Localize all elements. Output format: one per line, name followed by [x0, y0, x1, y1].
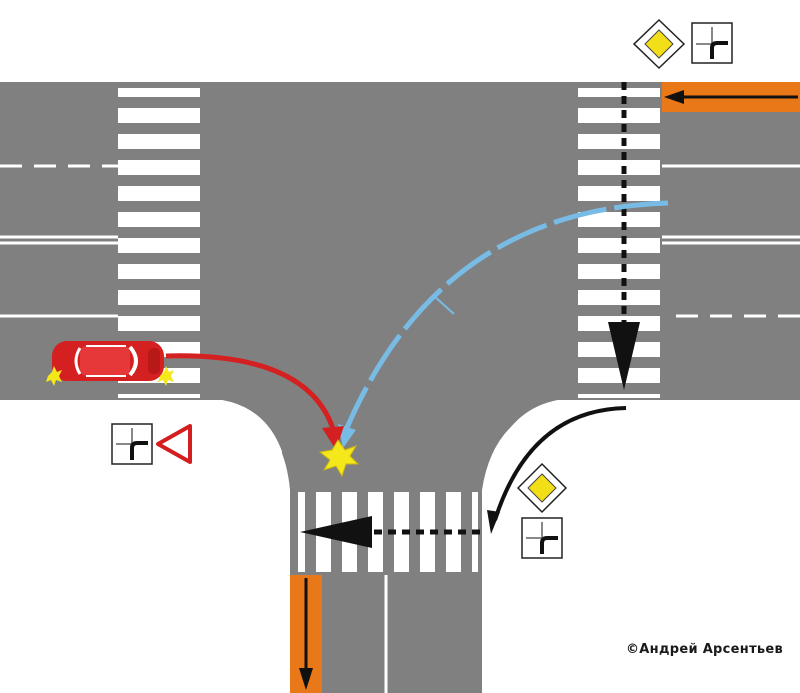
main-road-curve-arrowhead: [487, 510, 500, 534]
direction-of-main-road-plate-left: [111, 423, 153, 465]
red-car: [46, 341, 174, 386]
main-road-arrowhead-left: [300, 516, 372, 548]
main-road-sign-lower: [516, 462, 568, 514]
sign-group-top-right: [632, 18, 733, 70]
copyright-text: ©Андрей Арсентьев: [626, 642, 784, 657]
main-road-strip-arrowhead-bottom: [299, 668, 313, 690]
blue-path-cross-mark: [433, 295, 455, 315]
turn-signal-rear: [46, 366, 62, 386]
right-sidewalk: [482, 400, 800, 693]
car-windshield: [128, 345, 138, 377]
direction-of-main-road-plate-lower: [521, 517, 563, 559]
main-road-route-curve: [493, 406, 627, 521]
sign-group-left: [111, 423, 192, 465]
yield-sign: [156, 424, 192, 464]
direction-of-main-road-sign: [691, 22, 733, 64]
red-car-path: [165, 353, 344, 450]
main-road-strip-arrowhead-top-right: [664, 90, 684, 104]
sign-group-right-lower: [516, 462, 568, 559]
collision-star: [318, 439, 360, 478]
red-arrowhead: [322, 426, 344, 450]
turn-signal-front: [158, 366, 174, 386]
main-road-sign: [632, 18, 686, 70]
car-roof: [80, 346, 130, 376]
lane-markings: [0, 164, 800, 693]
main-road-arrowhead-down: [608, 322, 640, 390]
car-rear-window: [74, 347, 82, 375]
main-road-route: [299, 82, 798, 690]
left-corner-curb: [200, 398, 290, 490]
car-front-accent: [148, 348, 160, 374]
left-sidewalk: [0, 400, 290, 693]
